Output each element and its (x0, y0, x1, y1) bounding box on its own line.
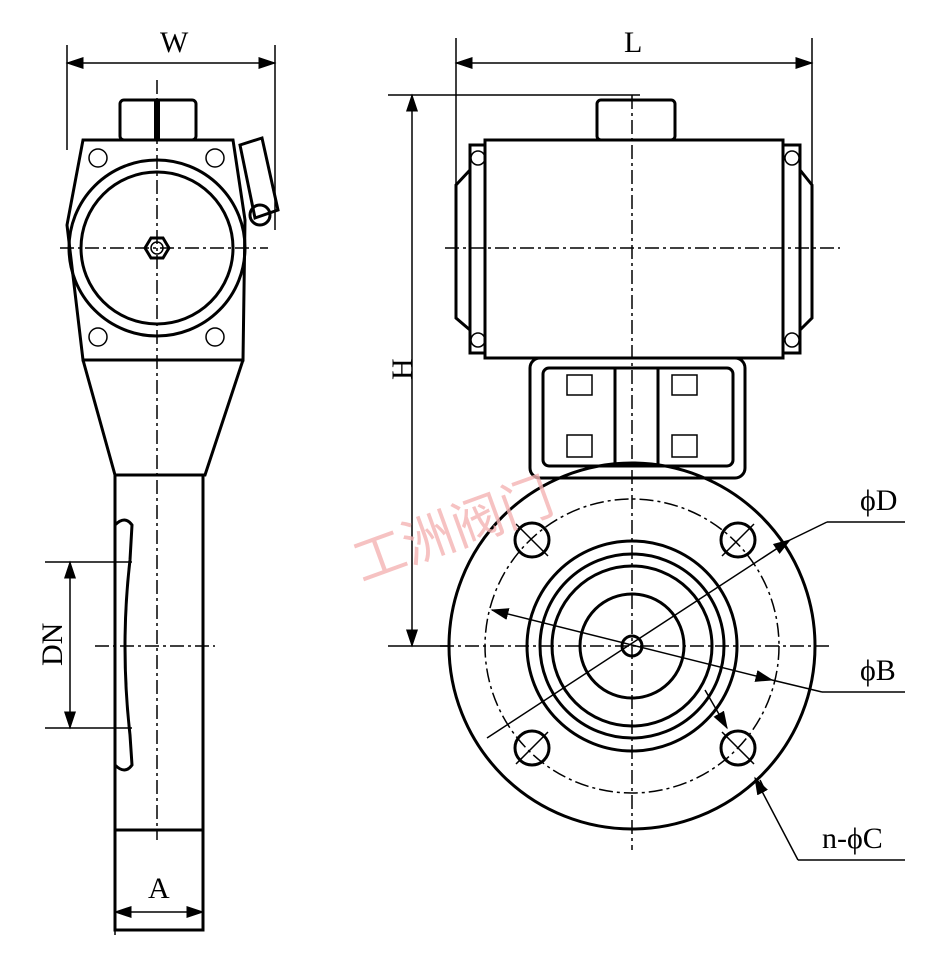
label-phi-d: ϕD (860, 484, 897, 517)
label-h: H (386, 358, 419, 380)
label-l: L (624, 26, 642, 59)
label-n-phi-c: n-ϕC (822, 822, 883, 855)
bolt-holes (513, 521, 757, 767)
watermark: 工洲阀门 (345, 467, 561, 595)
side-view (45, 45, 280, 935)
label-a: A (148, 872, 170, 905)
label-w: W (160, 26, 189, 59)
label-dn: DN (36, 623, 69, 666)
front-view (388, 38, 905, 861)
label-phi-b: ϕB (860, 654, 896, 687)
